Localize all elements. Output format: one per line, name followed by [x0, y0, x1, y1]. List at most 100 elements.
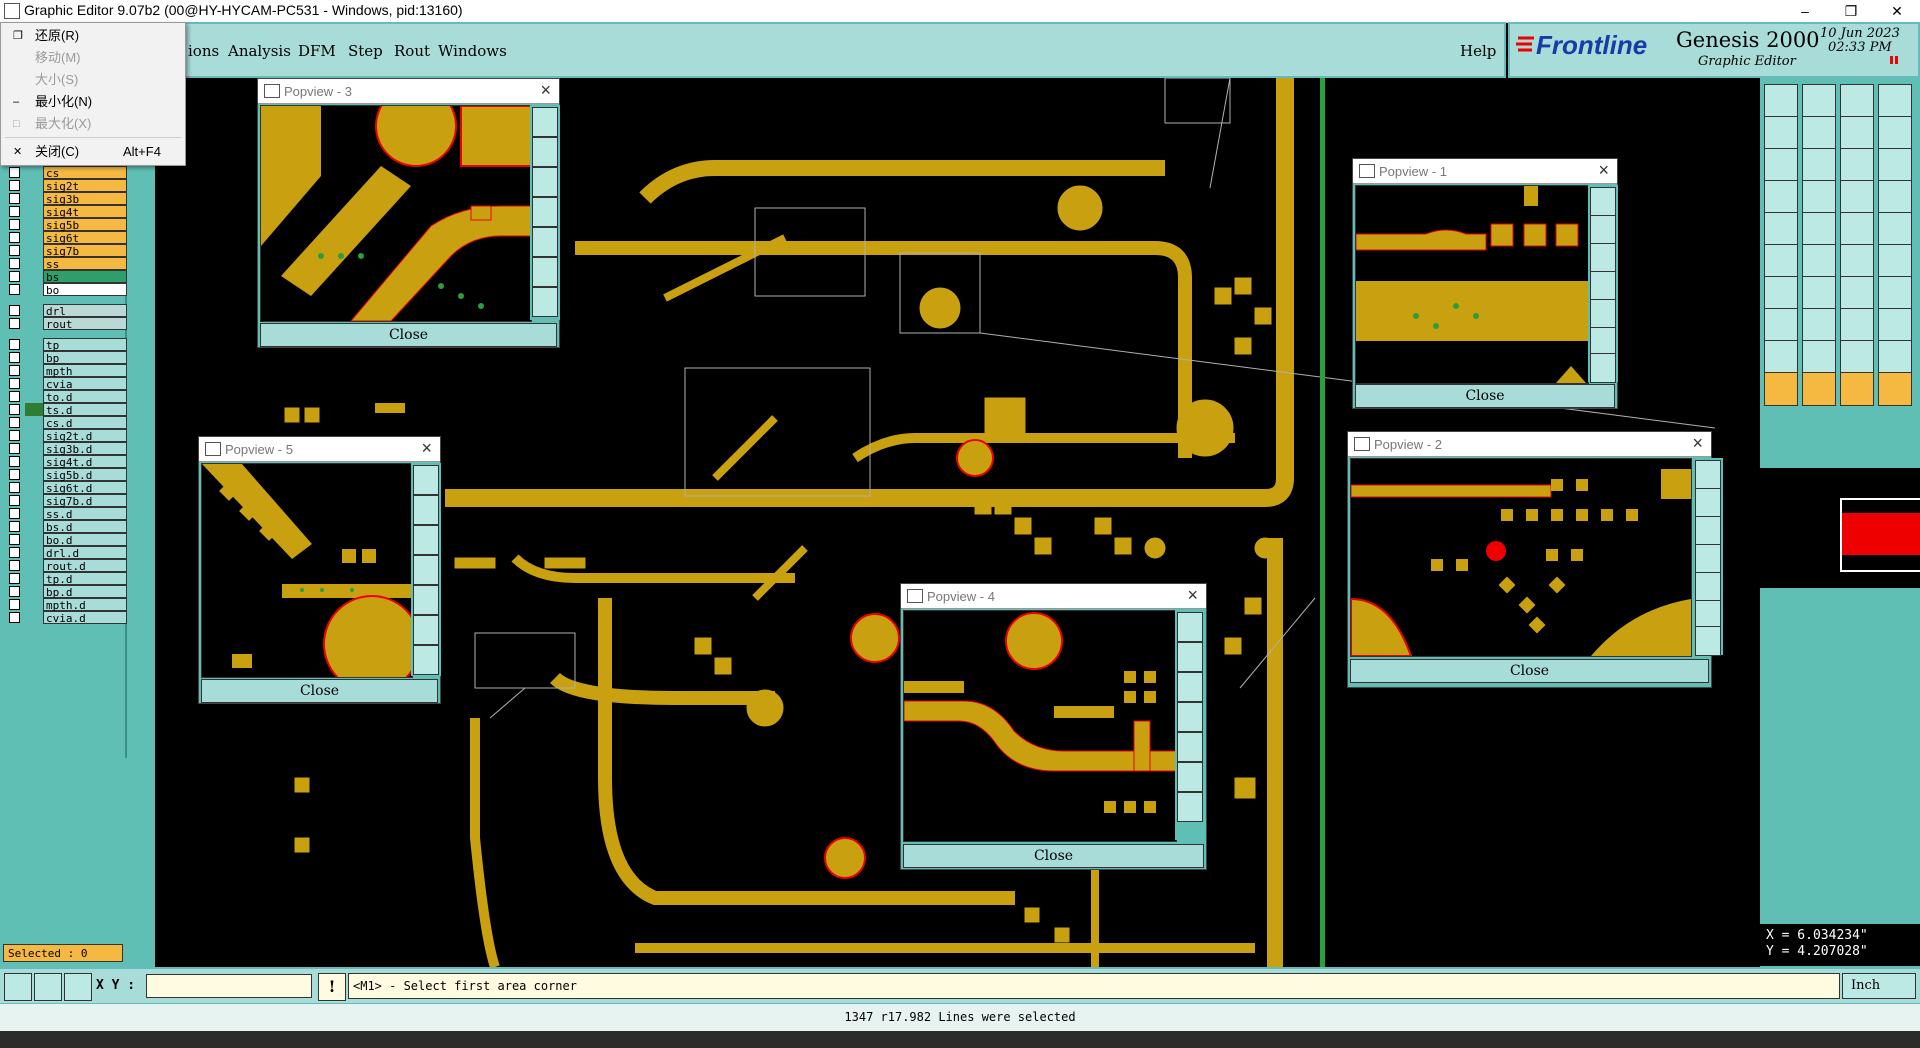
layer-checkbox[interactable] [9, 469, 20, 480]
popview-right-icon[interactable] [1590, 299, 1616, 329]
popview-4-close-button[interactable]: Close [903, 844, 1204, 868]
popview-left-icon[interactable] [1177, 702, 1203, 732]
help-icon[interactable] [1878, 148, 1912, 182]
layer-name[interactable]: sig6t.d [43, 481, 127, 495]
layer-row[interactable]: to.d [5, 389, 127, 404]
layer-row[interactable]: drl.d [5, 545, 127, 560]
layer-checkbox[interactable] [9, 404, 20, 415]
layer-color-swatch[interactable] [25, 494, 43, 507]
pan-icon[interactable] [1802, 148, 1836, 182]
layer-color-swatch[interactable] [25, 364, 43, 377]
layer-checkbox[interactable] [9, 378, 20, 389]
layer-name[interactable]: bo [43, 283, 127, 297]
layer-color-swatch[interactable] [25, 377, 43, 390]
popview-up-icon[interactable] [413, 495, 439, 525]
layer-color-swatch[interactable] [25, 481, 43, 494]
layer-row[interactable]: drl [5, 303, 127, 318]
pointer-icon[interactable] [1764, 372, 1798, 406]
layer-color-swatch[interactable] [25, 572, 43, 585]
layer-checkbox[interactable] [9, 586, 20, 597]
snap-icon[interactable] [4, 973, 32, 1001]
layer-name[interactable]: tp [43, 338, 127, 352]
layer-color-swatch[interactable] [25, 598, 43, 611]
popview-up-icon[interactable] [1590, 215, 1616, 245]
layer-checkbox[interactable] [9, 547, 20, 558]
net-graph-icon[interactable] [1764, 244, 1798, 278]
popview-5-titlebar[interactable]: Popview - 5 × [199, 437, 440, 462]
popview-down-icon[interactable] [1177, 672, 1203, 702]
layer-compare-icon[interactable] [1764, 180, 1798, 214]
shape-icon[interactable] [1878, 308, 1912, 342]
popview-center-icon[interactable] [532, 287, 558, 317]
one-to-one-icon[interactable] [1840, 148, 1874, 182]
layer-row[interactable]: sig6t [5, 230, 127, 245]
popview-1-view[interactable] [1355, 185, 1589, 384]
popview-1-close-button[interactable]: Close [1355, 384, 1615, 408]
layer-name[interactable]: sig5b.d [43, 468, 127, 482]
popview-4-titlebar[interactable]: Popview - 4 × [901, 584, 1206, 609]
layer-checkbox[interactable] [9, 271, 20, 282]
layer-checkbox[interactable] [9, 430, 20, 441]
popview-3-titlebar[interactable]: Popview - 3 × [258, 79, 559, 104]
layer-color-swatch[interactable] [25, 429, 43, 442]
layer-name[interactable]: bp.d [43, 585, 127, 599]
app-icon[interactable] [4, 3, 20, 19]
popview-4-view[interactable] [903, 610, 1177, 842]
layer-name[interactable]: bs.d [43, 520, 127, 534]
popview-2-titlebar[interactable]: Popview - 2 × [1348, 432, 1711, 457]
fit-icon[interactable] [1878, 84, 1912, 118]
menu-rout[interactable]: Rout [394, 42, 431, 60]
layer-checkbox[interactable] [9, 534, 20, 545]
layer-checkbox[interactable] [9, 318, 20, 329]
layer-name[interactable]: sig2t.d [43, 429, 127, 443]
layer-row[interactable]: ts.d [5, 402, 127, 417]
alert-icon[interactable]: ! [318, 973, 346, 1001]
layer-row[interactable]: bp [5, 350, 127, 365]
layer-checkbox[interactable] [9, 284, 20, 295]
layer-name[interactable]: sig7b.d [43, 494, 127, 508]
center-icon[interactable] [1764, 148, 1798, 182]
layer-name[interactable]: mpth.d [43, 598, 127, 612]
layer-checkbox[interactable] [9, 495, 20, 506]
line-tool-icon[interactable] [1764, 276, 1798, 310]
layer-name[interactable]: sig5b [43, 218, 127, 232]
layer-checkbox[interactable] [9, 417, 20, 428]
close-window-button[interactable]: ✕ [1891, 3, 1903, 19]
layer-row[interactable]: sig5b.d [5, 467, 127, 482]
popview-center-icon[interactable] [1695, 626, 1721, 656]
layer-name[interactable]: to.d [43, 390, 127, 404]
highlight-icon[interactable] [1802, 212, 1836, 246]
layer-color-swatch[interactable] [25, 231, 43, 244]
layer-color-swatch[interactable] [25, 507, 43, 520]
layer-color-swatch[interactable] [25, 442, 43, 455]
layer-checkbox[interactable] [9, 560, 20, 571]
popview-up-icon[interactable] [532, 137, 558, 167]
minimize-button[interactable]: – [1801, 3, 1809, 19]
layer-checkbox[interactable] [9, 365, 20, 376]
drill-map-icon[interactable] [1840, 180, 1874, 214]
arc-icon[interactable] [1840, 276, 1874, 310]
layer-color-swatch[interactable] [25, 546, 43, 559]
layer-row[interactable]: bs.d [5, 519, 127, 534]
layer-name[interactable]: bo.d [43, 533, 127, 547]
layer-color-swatch[interactable] [25, 390, 43, 403]
pointer-select-icon[interactable] [1878, 372, 1912, 406]
layer-name[interactable]: sig4t.d [43, 455, 127, 469]
popview-1-close-icon[interactable]: × [1598, 160, 1609, 180]
layer-color-swatch[interactable] [25, 283, 43, 296]
layer-name[interactable]: sig3b.d [43, 442, 127, 456]
menu-help[interactable]: Help [1460, 42, 1497, 60]
popview-zoom-icon[interactable] [1590, 187, 1616, 217]
popview-5-close-button[interactable]: Close [201, 679, 438, 703]
layer-checkbox[interactable] [9, 482, 20, 493]
layer-row[interactable]: sig2t [5, 178, 127, 193]
layer-checkbox[interactable] [9, 258, 20, 269]
pan-right-icon[interactable] [1802, 116, 1836, 150]
layer-row[interactable]: ss [5, 256, 127, 271]
layer-name[interactable]: sig7b [43, 244, 127, 258]
layer-row[interactable]: sig5b [5, 217, 127, 232]
layer-checkbox[interactable] [9, 599, 20, 610]
layer-name[interactable]: cvia [43, 377, 127, 391]
popview-2-close-icon[interactable]: × [1692, 433, 1703, 453]
layer-color-swatch[interactable] [25, 520, 43, 533]
